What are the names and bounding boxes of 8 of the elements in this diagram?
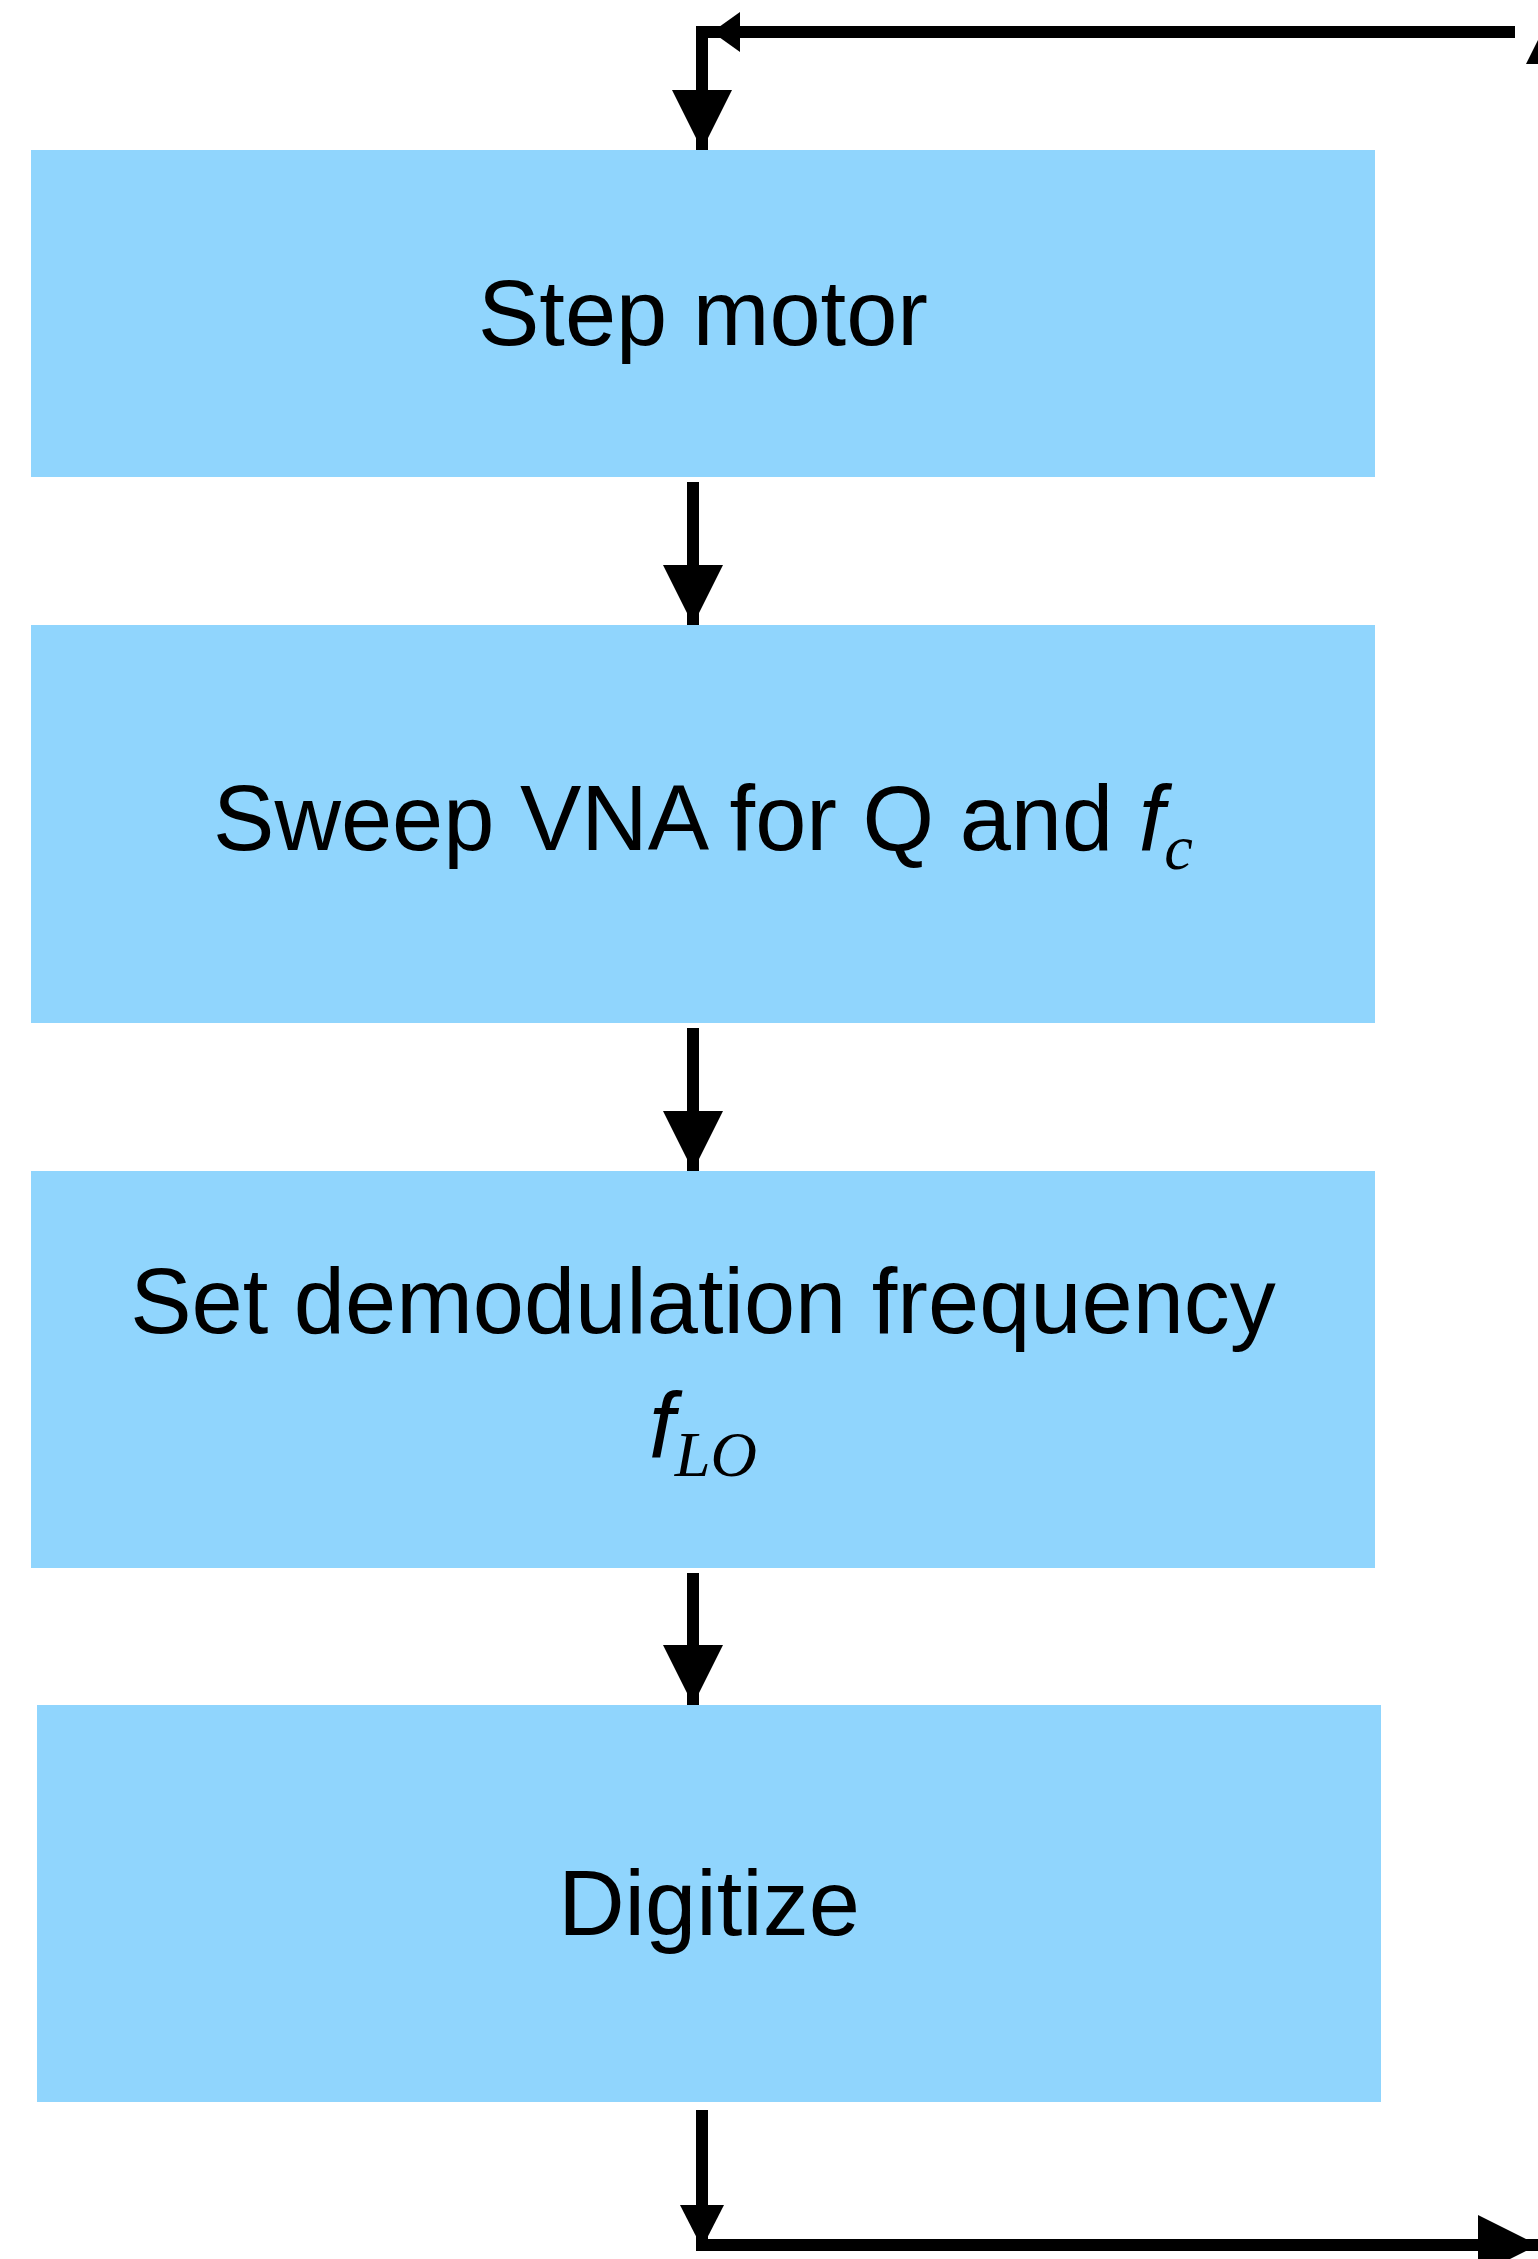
process-box <box>37 1705 1381 2102</box>
process-box <box>31 625 1375 1023</box>
box-label: Step motor <box>478 261 928 367</box>
process-box <box>31 1171 1375 1568</box>
process-box <box>31 150 1375 477</box>
box-label: Digitize <box>558 1851 860 1957</box>
box-label: Sweep VNA for Q and f$_{c}$ <box>213 765 1193 886</box>
box-label: Set demodulation frequency f$_{LO}$ <box>129 1249 1277 1493</box>
